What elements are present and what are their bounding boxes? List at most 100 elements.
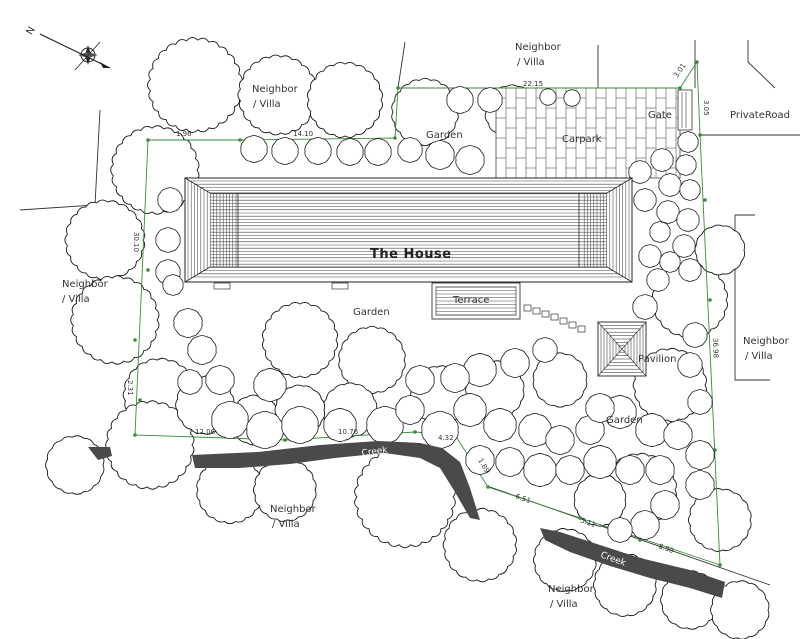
tree [440,363,470,393]
tree [455,145,485,175]
property-boundary [133,60,722,567]
pavilion [597,321,647,377]
tree [155,227,181,253]
label-carpark: Carpark [562,134,602,145]
tree [663,420,693,450]
label-gate: Gate [648,110,672,121]
tree [676,208,700,232]
label-garden-right: Garden [606,415,643,426]
tree [615,455,645,485]
tree [523,453,557,487]
dim-bottom-c: 4.32 [438,434,454,442]
label-neighbor-bottom-1: Neighbor [270,504,317,515]
tree [421,410,459,450]
label-garden-mid: Garden [353,307,390,318]
label-terrace: Terrace [452,295,489,306]
label-neighbor-top-2: / Villa [517,57,545,68]
tree [205,365,235,395]
tree [442,507,517,583]
carpark-paving [495,87,686,179]
label-neighbor-left-1: Neighbor [62,279,109,290]
label-the-house: The House [370,247,452,262]
tree [240,135,268,163]
tree [688,488,752,552]
house-roof [184,177,633,290]
tree [453,393,487,427]
dim-bottom-b: 10.76 [338,428,359,436]
tree [532,337,558,363]
label-neighbor-bottom-2: / Villa [272,519,300,530]
dim-right: 36.98 [711,338,720,358]
tree [246,410,284,450]
tree [157,187,183,213]
tree [45,435,105,495]
tree [397,137,423,163]
tree [304,137,332,165]
label-neighbor-right-2: / Villa [745,351,773,362]
tree [366,405,404,445]
tree [323,408,357,442]
trees-background [45,37,770,639]
dim-left: 30.10 [132,232,140,252]
dim-top-b: 14.10 [293,130,313,138]
tree [650,490,680,520]
tree [685,470,715,500]
tree [656,200,680,224]
tree [685,440,715,470]
tree [425,140,455,170]
tree [630,510,660,540]
tree [638,244,662,268]
tree [650,148,674,172]
step [532,307,541,315]
tree [679,179,701,201]
label-neighbor-left-2: / Villa [62,294,90,305]
tree [338,325,406,395]
tree [682,322,708,348]
tree [70,275,160,365]
tree [675,154,697,176]
dim-gate: 3.05 [702,100,710,116]
dimension-labels: 22.15 14.10 1.96 3.01 3.05 30.10 2.31 36… [126,62,720,555]
step [577,325,586,333]
compass-north-label: N [25,25,38,37]
tree [678,258,702,282]
label-neighbor-top-1: Neighbor [515,42,562,53]
tree [532,352,588,408]
tree [539,88,557,106]
step [568,321,577,329]
tree [271,137,299,165]
tree [628,160,652,184]
gate [677,89,693,131]
label-neighbor-bottomright-1: Neighbor [548,584,595,595]
label-neighbor-topleft-1: Neighbor [252,84,299,95]
tree [645,455,675,485]
tree [465,445,495,475]
tree [237,54,319,136]
tree [633,188,657,212]
tree [253,458,317,522]
dim-bottom-e: 6.51 [514,492,531,505]
tree [518,413,552,447]
tree [177,369,203,395]
tree [173,308,203,338]
tree [563,89,581,107]
tree [632,294,658,320]
tree [281,405,319,445]
tree [500,348,530,378]
dim-left-low: 2.31 [126,380,134,396]
trees-foreground [155,86,715,543]
tree [687,389,713,415]
creek: Creek Creek [88,441,725,598]
tree [405,365,435,395]
tree [672,234,696,258]
label-garden-top: Garden [426,130,463,141]
tree [187,335,217,365]
label-neighbor-topleft-2: / Villa [253,99,281,110]
tree [710,580,770,639]
tree [147,37,243,133]
tree [607,517,633,543]
tree [64,199,146,281]
tree [646,268,670,292]
tree [446,86,474,114]
tree [585,393,615,423]
